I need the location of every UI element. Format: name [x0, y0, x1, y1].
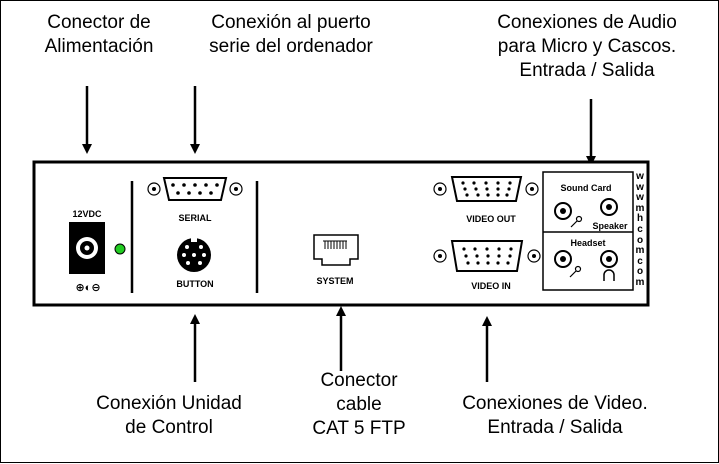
- label-video-out: VIDEO OUT: [466, 214, 516, 224]
- caption-control-unit: Conexión Unidad de Control: [96, 393, 242, 438]
- rj45-system-port: [313, 234, 359, 266]
- label-button: BUTTON: [176, 279, 214, 289]
- label-12vdc: 12VDC: [72, 209, 102, 219]
- watermark-letter: m: [635, 245, 645, 257]
- caption-power-connector: Conector de Alimentación: [44, 12, 154, 57]
- watermark-letter: w: [636, 181, 644, 193]
- label-sound-card: Sound Card: [560, 183, 612, 193]
- watermark-letter: c: [637, 255, 643, 267]
- watermark-letter: o: [636, 266, 644, 278]
- power-led: [114, 243, 126, 255]
- watermark-letter: m: [635, 276, 645, 288]
- label-headset: Headset: [570, 238, 606, 248]
- label-system: SYSTEM: [316, 276, 354, 286]
- dc-jack: [69, 222, 105, 274]
- video-in-port: [433, 240, 541, 272]
- mic-icon: [570, 215, 583, 228]
- label-video-in: VIDEO IN: [471, 281, 511, 291]
- watermark-letter: c: [637, 223, 643, 235]
- watermark-letter: o: [636, 234, 644, 246]
- caption-serial-port: Conexión al puerto serie del ordenador: [209, 12, 373, 57]
- mic-icon: [569, 265, 582, 278]
- serial-db9-port: [147, 177, 243, 201]
- watermark-letter: m: [635, 202, 645, 214]
- audio-module: [542, 171, 634, 291]
- watermark-letter: h: [636, 213, 644, 225]
- caption-cat5-connector: Conector cable CAT 5 FTP: [312, 370, 406, 439]
- polarity-symbol: ⊕◐⊖: [75, 282, 101, 294]
- button-din-port: [177, 238, 211, 272]
- headphones-icon: [603, 269, 615, 281]
- label-speaker: Speaker: [592, 221, 628, 231]
- video-out-port: [433, 176, 539, 202]
- watermark-letter: w: [636, 171, 644, 182]
- watermark-letter: w: [636, 192, 644, 204]
- caption-video-connections: Conexiones de Video. Entrada / Salida: [462, 393, 648, 438]
- label-serial: SERIAL: [178, 213, 212, 223]
- caption-audio-connections: Conexiones de Audio para Micro y Cascos.…: [497, 12, 677, 81]
